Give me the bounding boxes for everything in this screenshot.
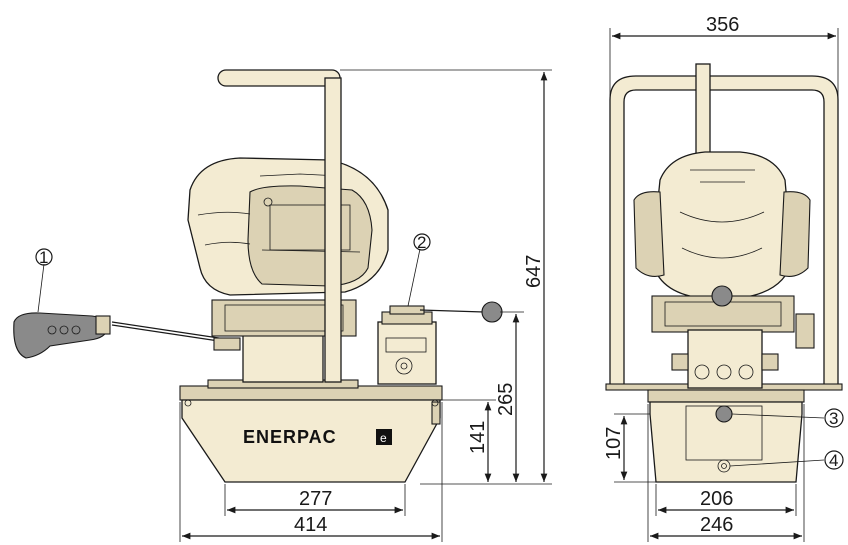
svg-text:647: 647 <box>523 255 545 288</box>
side-reservoir <box>179 385 443 483</box>
svg-text:356: 356 <box>706 14 739 36</box>
enerpac-logo: ENERPAC e <box>243 427 392 447</box>
motor-housing <box>187 157 389 296</box>
svg-text:277: 277 <box>299 488 332 510</box>
svg-text:265: 265 <box>495 383 517 416</box>
callout-4: 4 <box>729 450 844 470</box>
side-view: ENERPAC e <box>13 69 503 483</box>
svg-text:2: 2 <box>417 233 426 252</box>
valve-block <box>377 301 503 385</box>
callout-2: 2 <box>407 233 431 307</box>
svg-text:246: 246 <box>700 514 733 536</box>
dimension-bottom-width-front: 206 <box>655 484 797 516</box>
remote-pendant <box>13 312 233 359</box>
dimension-overall-width-front: 246 <box>647 404 805 542</box>
svg-text:ENERPAC: ENERPAC <box>243 427 337 447</box>
callout-1: 1 <box>35 248 53 313</box>
svg-text:4: 4 <box>829 451 838 470</box>
dimension-reservoir-side: 141 <box>442 399 496 482</box>
dimension-frame-width: 356 <box>609 14 839 100</box>
dimension-bottom-width-side: 277 <box>224 484 406 516</box>
callout-3: 3 <box>731 408 844 428</box>
dimension-valve-height: 265 <box>495 311 524 482</box>
svg-text:3: 3 <box>829 409 838 428</box>
front-view <box>605 63 843 483</box>
svg-text:414: 414 <box>294 514 327 536</box>
svg-text:107: 107 <box>603 427 625 460</box>
front-motor <box>633 151 811 299</box>
svg-text:206: 206 <box>700 488 733 510</box>
svg-text:e: e <box>380 431 387 445</box>
svg-text:1: 1 <box>39 248 48 267</box>
front-reservoir <box>647 389 805 483</box>
dimension-overall-width-side: 414 <box>179 402 443 542</box>
carry-handle <box>217 69 342 383</box>
dimension-reservoir-front: 107 <box>603 413 656 483</box>
svg-text:141: 141 <box>467 421 489 454</box>
